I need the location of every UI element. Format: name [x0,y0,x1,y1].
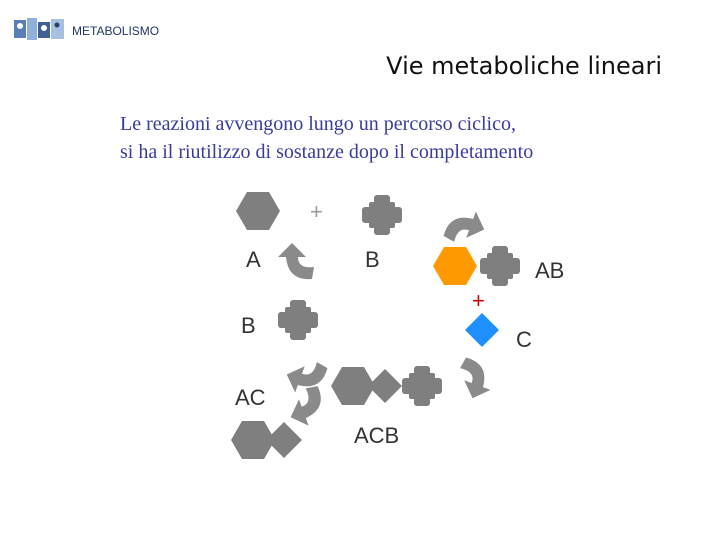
molecule-c-label: C [516,327,532,352]
intro-text: Le reazioni avvengono lungo un percorso … [120,110,660,166]
arrow-left-up-icon [278,243,314,280]
molecule-a-label: A [246,247,261,272]
section-header: METABOLISMO [72,24,160,38]
molecule-c-shape [465,313,499,347]
plus-sign-red: + [472,288,485,313]
molecule-ab-label: AB [535,258,564,283]
molecule-acb-cross [402,366,442,406]
molecule-b-left-shape [278,300,318,340]
arrow-top-right-icon [442,203,490,251]
molecule-b-label: B [365,247,380,272]
molecule-acb-label: ACB [354,423,399,448]
molecule-ab-cross [480,246,520,286]
molecule-ac-hexagon [231,421,275,459]
arrow-ac-upper-icon [281,353,329,401]
arrow-right-down-icon [451,356,499,404]
molecule-ac-label: AC [235,385,266,410]
molecule-ab-hexagon [433,247,477,285]
molecule-b-shape [362,195,402,235]
molecule-ac-diamond [266,422,302,458]
molecule-acb-hexagon [331,367,375,405]
arrow-ac-lower-icon [283,384,330,431]
intro-line: Le reazioni avvengono lungo un percorso … [120,113,516,135]
molecule-b-left-label: B [241,313,256,338]
intro-line: si ha il riutilizzo di sostanze dopo il … [120,141,534,163]
molecule-a-shape [236,192,280,230]
molecule-acb-diamond [368,369,402,403]
logo-image [14,18,64,40]
plus-sign-top: + [310,199,323,224]
slide-title: Vie metaboliche lineari [386,52,662,80]
